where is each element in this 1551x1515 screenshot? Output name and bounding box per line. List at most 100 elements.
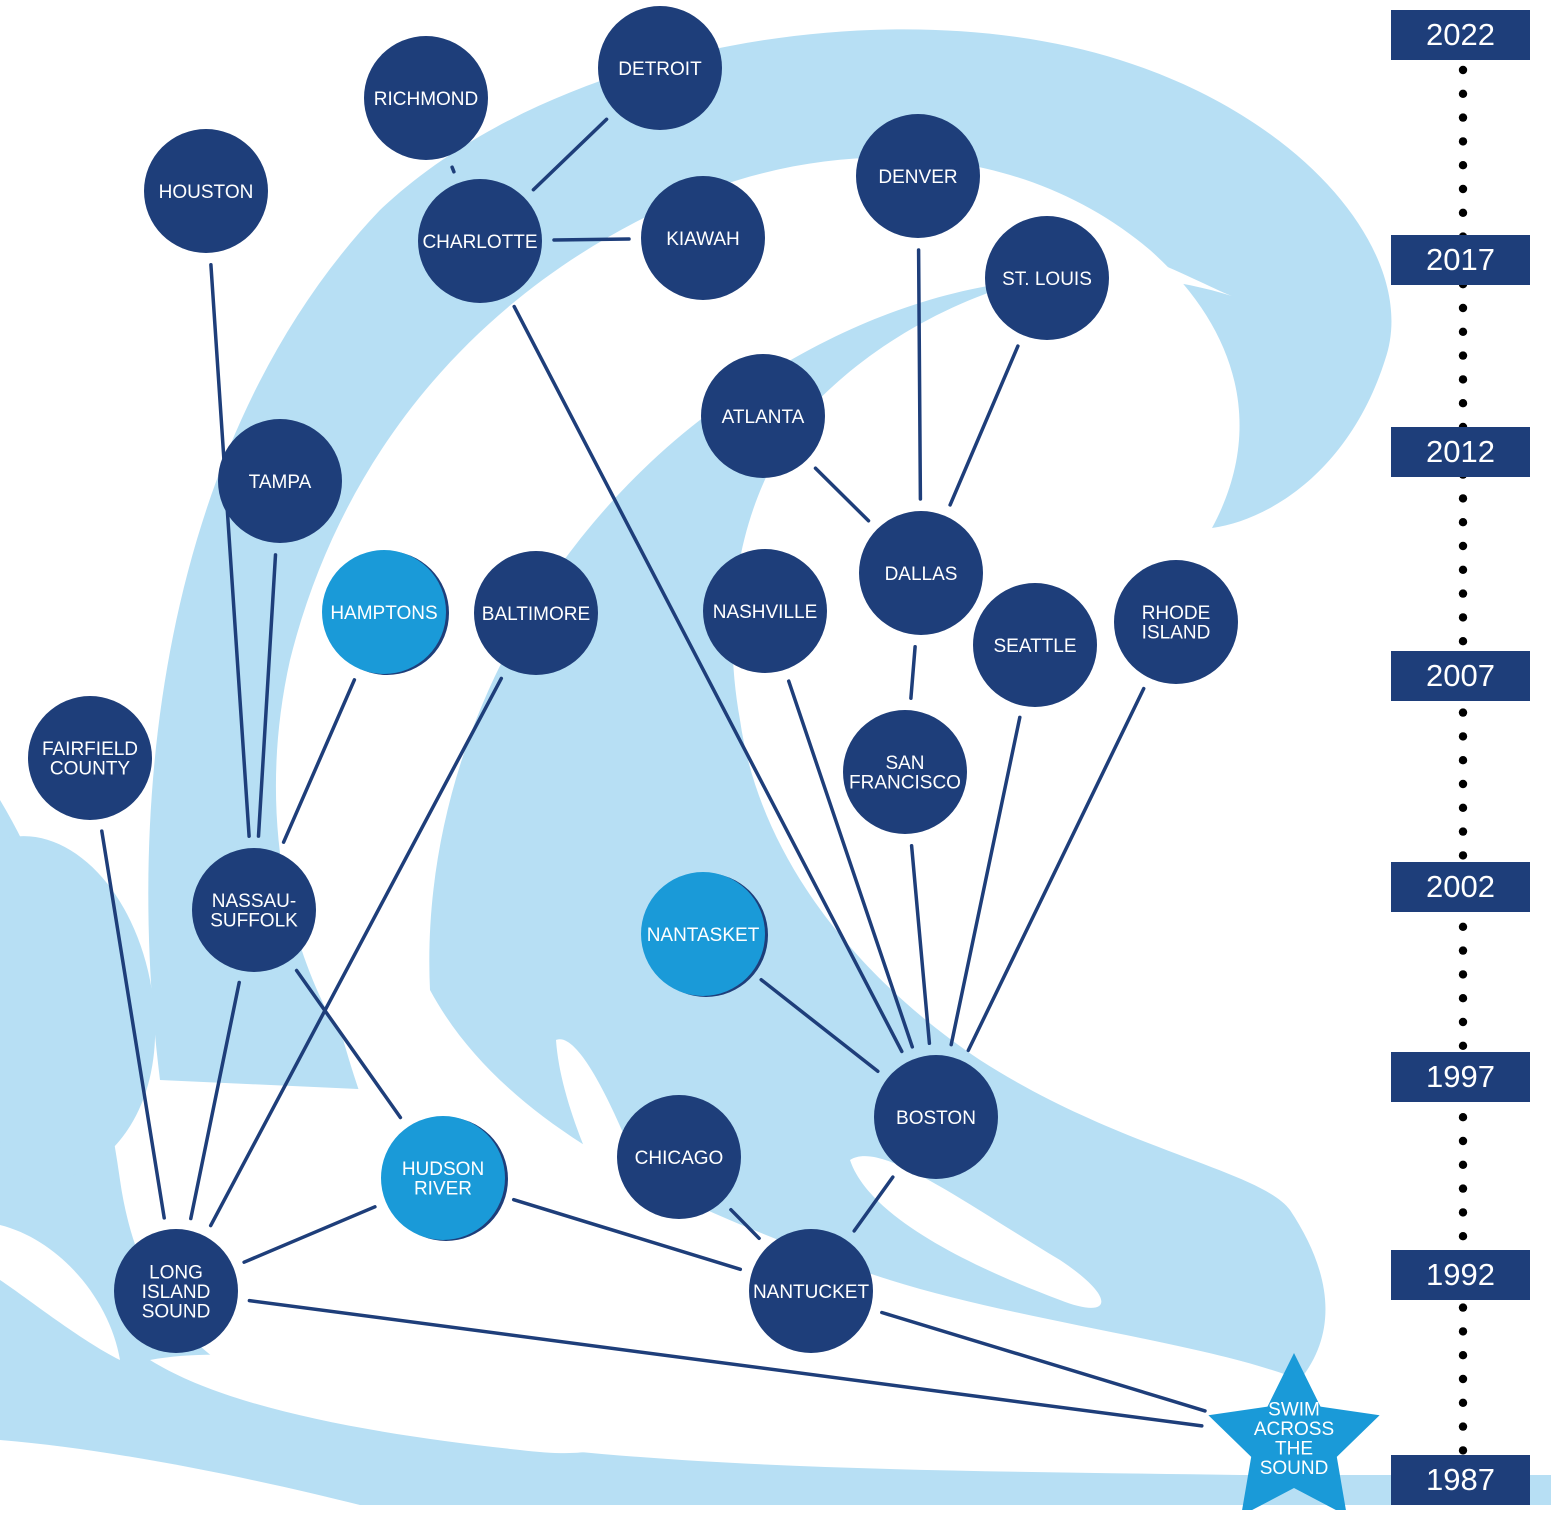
node-circle bbox=[28, 696, 152, 820]
wave-foam-3 bbox=[850, 1156, 1102, 1308]
node-boston: BOSTON bbox=[874, 1055, 998, 1179]
year-label: 2022 bbox=[1426, 17, 1495, 52]
node-circle bbox=[859, 511, 983, 635]
node-circle bbox=[749, 1229, 873, 1353]
node-label: BALTIMORE bbox=[482, 604, 590, 625]
year-marker-2022: 2022 bbox=[1391, 10, 1530, 60]
wave-foam-1 bbox=[320, 929, 407, 1172]
year-label: 1992 bbox=[1426, 1257, 1495, 1292]
node-richmond: RICHMOND bbox=[364, 36, 488, 160]
node-circle bbox=[856, 114, 980, 238]
link-nassau-suffolk-to-hudson-river bbox=[294, 968, 403, 1120]
node-circle bbox=[641, 176, 765, 300]
timeline-dot bbox=[1458, 541, 1468, 551]
node-denver: DENVER bbox=[856, 114, 980, 238]
node-circle bbox=[701, 354, 825, 478]
timeline-dot bbox=[1458, 1017, 1468, 1027]
node-chicago: CHICAGO bbox=[617, 1095, 741, 1219]
node-label: CHICAGO bbox=[635, 1148, 724, 1169]
year-label: 2017 bbox=[1426, 242, 1495, 277]
timeline-dot bbox=[1458, 851, 1468, 860]
node-st-louis: ST. LOUIS bbox=[985, 216, 1109, 340]
link-rhode-island-to-boston bbox=[966, 686, 1146, 1053]
link-seattle-to-boston bbox=[949, 715, 1022, 1047]
timeline-dot bbox=[1458, 65, 1468, 75]
connection-lines bbox=[100, 117, 1207, 1428]
year-label: 2012 bbox=[1426, 434, 1495, 469]
link-nassau-suffolk-to-long-island-sound bbox=[189, 980, 241, 1221]
timeline-dot bbox=[1458, 637, 1468, 646]
link-detroit-to-charlotte bbox=[531, 117, 609, 192]
node-atlanta: ATLANTA bbox=[701, 354, 825, 478]
node-detroit: DETROIT bbox=[598, 6, 722, 130]
timeline-dot bbox=[1458, 1136, 1468, 1146]
node-circle bbox=[641, 872, 765, 996]
timeline-dot bbox=[1458, 1232, 1468, 1241]
wave-swirl-cut bbox=[771, 392, 1010, 960]
year-marker-1987: 1987 bbox=[1391, 1455, 1530, 1505]
node-circle bbox=[114, 1229, 238, 1353]
node-circle bbox=[474, 551, 598, 675]
timeline-dot bbox=[1458, 1160, 1468, 1170]
link-tampa-to-nassau-suffolk bbox=[256, 553, 278, 838]
node-label: RICHMOND bbox=[374, 89, 479, 110]
link-boston-to-nantucket bbox=[852, 1175, 895, 1233]
node-label: CHARLOTTE bbox=[422, 232, 537, 253]
node-circle bbox=[617, 1095, 741, 1219]
node-label: DALLAS bbox=[885, 564, 958, 585]
wave-foam-4 bbox=[150, 1354, 604, 1454]
node-baltimore: BALTIMORE bbox=[474, 551, 598, 675]
timeline-dot bbox=[1458, 161, 1468, 170]
node-nantucket: NANTUCKET bbox=[749, 1229, 873, 1353]
timeline-dot bbox=[1458, 1422, 1468, 1431]
link-fairfield-county-to-long-island-sound bbox=[100, 829, 166, 1220]
node-circle bbox=[192, 848, 316, 972]
node-hamptons: HAMPTONS bbox=[322, 550, 449, 675]
timeline-dot bbox=[1458, 1184, 1468, 1193]
wave-surf-lower bbox=[0, 800, 1551, 1505]
link-baltimore-to-long-island-sound bbox=[208, 676, 504, 1228]
link-richmond-to-charlotte bbox=[450, 165, 456, 174]
node-nashville: NASHVILLE bbox=[703, 549, 827, 673]
timeline-dot bbox=[1458, 375, 1468, 384]
node-circle bbox=[364, 36, 488, 160]
node-houston: HOUSTON bbox=[144, 129, 268, 253]
link-charlotte-to-boston bbox=[512, 304, 904, 1054]
timeline-dot bbox=[1458, 994, 1468, 1003]
timeline-dot bbox=[1458, 1303, 1468, 1312]
wave-foam-6 bbox=[0, 1225, 120, 1360]
node-label: ST. LOUIS bbox=[1002, 269, 1092, 290]
year-label: 1987 bbox=[1426, 1462, 1495, 1497]
node-label: NASHVILLE bbox=[713, 602, 818, 623]
link-nantucket-to-swim-across-the-sound bbox=[880, 1310, 1207, 1413]
node-nantasket: NANTASKET bbox=[641, 872, 768, 997]
wave-foam-2 bbox=[556, 1039, 659, 1257]
node-dallas: DALLAS bbox=[859, 511, 983, 635]
timeline-dot bbox=[1458, 137, 1468, 146]
node-charlotte: CHARLOTTE bbox=[418, 179, 542, 303]
node-label: NANTASKET bbox=[647, 925, 760, 946]
timeline-dot bbox=[1458, 184, 1468, 194]
timeline-dot bbox=[1458, 827, 1468, 836]
timeline-dot bbox=[1458, 351, 1468, 360]
node-label: TAMPA bbox=[249, 472, 312, 493]
node-circle bbox=[843, 710, 967, 834]
link-hamptons-to-nassau-suffolk bbox=[281, 678, 357, 844]
year-label: 1997 bbox=[1426, 1059, 1495, 1094]
timeline-dot bbox=[1458, 399, 1468, 408]
link-long-island-sound-to-swim-across-the-sound bbox=[247, 1298, 1204, 1428]
link-hudson-river-to-nantucket bbox=[511, 1197, 743, 1272]
node-label: NASSAU-SUFFOLK bbox=[210, 891, 298, 932]
year-label: 2002 bbox=[1426, 869, 1495, 904]
link-dallas-to-san-francisco bbox=[909, 645, 917, 700]
node-circle bbox=[218, 419, 342, 543]
